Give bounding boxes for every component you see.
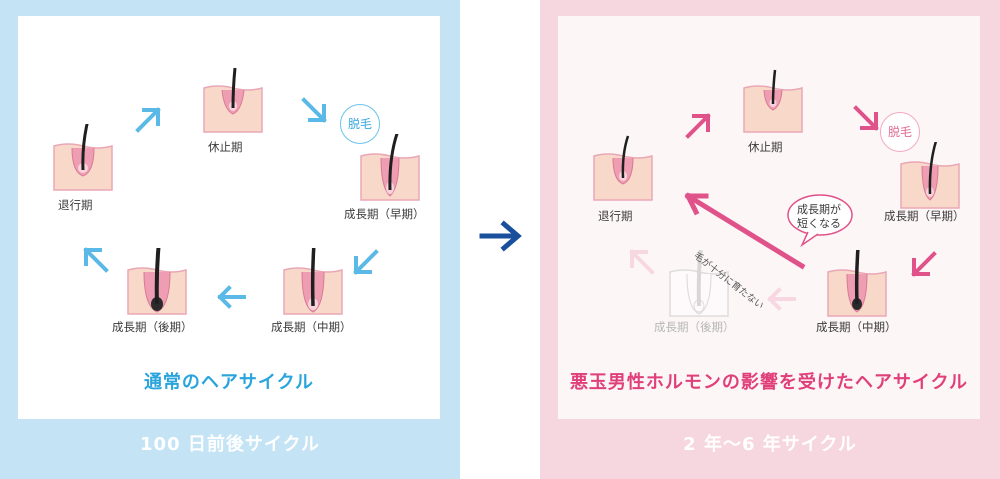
affected-cycle-diagram: 休止期 成長期（早期） 脱毛 成長期（中期）: [558, 16, 980, 419]
cycle-arrow-down-right: [850, 102, 884, 136]
cycle-arrow-left-faded: [764, 282, 798, 316]
shortcut-arrow: [676, 186, 806, 296]
label-regression: 退行期: [598, 209, 633, 223]
cycle-arrow-down-right: [298, 94, 332, 128]
stage-middle-growth: [822, 250, 892, 320]
label-resting: 休止期: [748, 140, 783, 154]
stage-regression: [48, 124, 118, 194]
normal-cycle-title: 通常のヘアサイクル: [143, 372, 315, 393]
normal-cycle-duration: 100 日前後サイクル: [140, 434, 320, 455]
label-early-growth: 成長期（早期）: [884, 209, 965, 223]
normal-cycle-panel: 休止期 成長期（早期） 脱毛 成長期（中期）: [0, 0, 460, 479]
cycle-arrow-left: [214, 280, 248, 314]
shortened-growth-bubble: 成長期が 短くなる: [786, 191, 864, 247]
label-late-growth: 成長期（後期）: [654, 320, 735, 334]
stage-resting: [198, 66, 268, 136]
label-late-growth: 成長期（後期）: [112, 320, 193, 334]
cycle-arrow-down-left: [348, 246, 382, 280]
stage-late-growth: [122, 248, 192, 318]
cycle-arrow-up-right: [132, 102, 166, 136]
affected-cycle-panel: 休止期 成長期（早期） 脱毛 成長期（中期）: [540, 0, 1000, 479]
label-early-growth: 成長期（早期）: [344, 207, 425, 221]
label-regression: 退行期: [58, 198, 93, 212]
stage-early-growth: [355, 134, 425, 204]
affected-cycle-duration: 2 年〜6 年サイクル: [683, 434, 857, 455]
shedding-badge: 脱毛: [880, 112, 920, 152]
cycle-arrow-up-left-faded: [624, 244, 658, 278]
stage-resting: [738, 66, 808, 136]
affected-cycle-title: 悪玉男性ホルモンの影響を受けたヘアサイクル: [569, 372, 969, 393]
stage-early-growth: [895, 142, 965, 212]
normal-cycle-diagram: 休止期 成長期（早期） 脱毛 成長期（中期）: [18, 16, 440, 419]
transition-arrow-icon: [478, 218, 524, 254]
stage-middle-growth: [278, 248, 348, 318]
cycle-arrow-up-left: [78, 242, 112, 276]
label-middle-growth: 成長期（中期）: [816, 320, 897, 334]
label-middle-growth: 成長期（中期）: [271, 320, 352, 334]
shedding-badge: 脱毛: [340, 104, 380, 144]
cycle-arrow-up-right: [682, 108, 716, 142]
cycle-arrow-down-left: [906, 248, 940, 282]
stage-regression: [588, 134, 658, 204]
label-resting: 休止期: [208, 140, 243, 154]
bubble-text: 成長期が 短くなる: [797, 203, 841, 230]
stage-late-growth-skipped: [664, 250, 734, 320]
